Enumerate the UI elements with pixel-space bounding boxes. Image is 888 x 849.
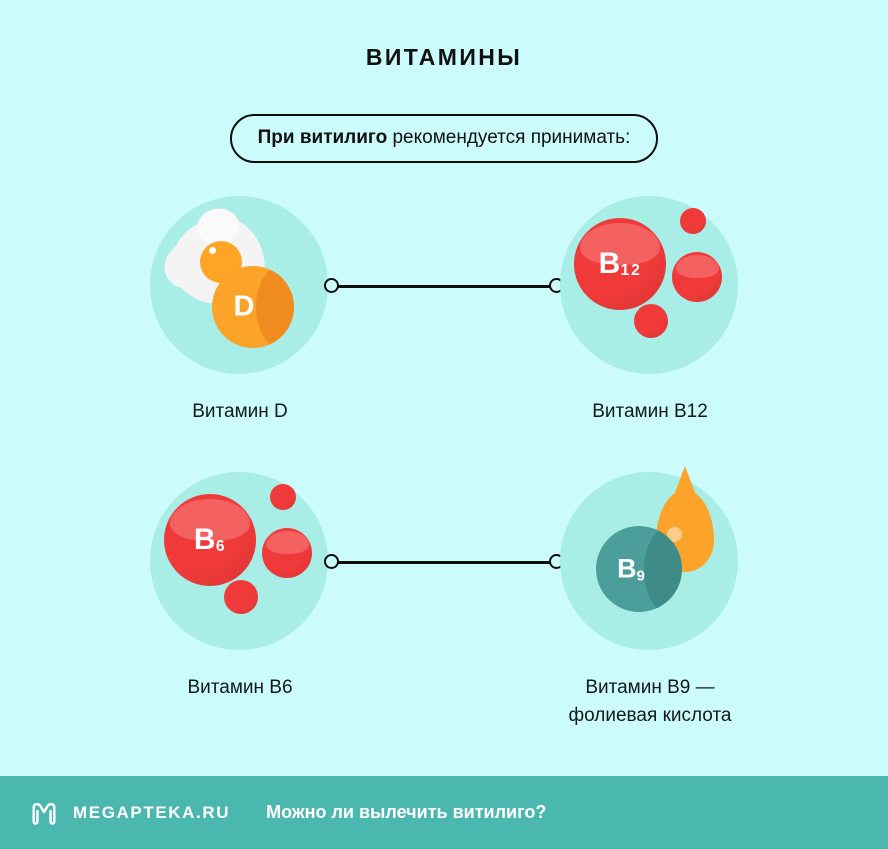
b6-main-sphere: B6: [164, 494, 256, 586]
vitamin-b6-caption: Витамин B6: [187, 677, 293, 698]
subtitle-pill-wrapper: При витилиго рекомендуется принимать:: [0, 114, 888, 163]
b6-medium-sphere-right: [262, 528, 312, 578]
vitamin-d-badge-label: D: [233, 290, 255, 323]
sphere-shade: [574, 218, 666, 310]
sphere-shade: [164, 494, 256, 586]
egg-and-pill-icon: D: [150, 196, 328, 374]
vitamin-b9-caption: Витамин B9 — фолиевая кислота: [464, 674, 836, 729]
b6-badge-subscript: 6: [215, 538, 227, 556]
sphere-shade: [672, 252, 722, 302]
red-spheres-icon-b12: B12: [560, 196, 738, 374]
vitamin-card-vitamin-b9[interactable]: B9 Витамин B9 — фолиевая кислота: [466, 466, 826, 729]
vitamin-b9-caption-line2: фолиевая кислота: [568, 704, 732, 726]
b9-badge-letter: B: [617, 553, 637, 584]
b12-small-sphere-top: [680, 208, 706, 234]
sphere-gloss: [675, 254, 719, 278]
b6-small-sphere-bottom: [224, 580, 258, 614]
b9-badge-label: B9: [596, 553, 666, 585]
b12-small-sphere-bottom: [634, 304, 668, 338]
sphere-shade: [262, 528, 312, 578]
b6-small-sphere-top: [270, 484, 296, 510]
footer-bar: MEGAPTEKA.RU Можно ли вылечить витилиго?: [0, 776, 888, 849]
megapteka-m-logo-icon[interactable]: [29, 798, 59, 828]
sphere-gloss: [170, 498, 250, 541]
egg-yolk-shape: [200, 241, 242, 283]
subtitle-rest: рекомендуется принимать:: [387, 127, 631, 148]
droplet-and-teal-disc-icon: B9: [560, 466, 738, 650]
vitamin-b9-disc-shape: B9: [596, 526, 682, 612]
b6-badge-letter: B: [193, 523, 216, 556]
vitamin-d-caption: Витамин D: [192, 401, 288, 422]
b12-medium-sphere-right: [672, 252, 722, 302]
b12-badge-label: B12: [574, 249, 666, 279]
footer-tagline[interactable]: Можно ли вылечить витилиго?: [266, 802, 547, 822]
disc-shadow-crescent: [644, 526, 682, 612]
sphere-shade: [224, 580, 258, 614]
vitamin-card-vitamin-b12[interactable]: B12 Витамин B12: [466, 196, 826, 426]
b6-badge-label: B6: [164, 525, 256, 555]
subtitle-pill: При витилиго рекомендуется принимать:: [229, 114, 659, 163]
b12-badge-subscript: 12: [620, 262, 642, 280]
sphere-shade: [680, 208, 706, 234]
sphere-gloss: [265, 530, 309, 554]
vitamin-row-1: D Витамин D B12: [0, 196, 888, 472]
connector-node-start: [324, 554, 339, 569]
page-title: ВИТАМИНЫ: [365, 44, 523, 70]
vitamin-grid: D Витамин D B12: [0, 196, 888, 748]
sphere-gloss: [580, 222, 660, 265]
yolk-highlight-dot: [209, 247, 216, 254]
vitamin-b9-caption-line1: Витамин B9 —: [585, 677, 715, 698]
connector-line: [332, 561, 556, 564]
pill-shadow-crescent: [256, 266, 294, 348]
vitamin-b12-caption: Витамин B12: [592, 401, 708, 422]
sphere-shade: [270, 484, 296, 510]
connector-line: [332, 285, 556, 288]
red-spheres-icon-b6: B6: [150, 472, 328, 650]
footer-brand[interactable]: MEGAPTEKA.RU: [73, 802, 231, 822]
vitamin-d-pill-shape: D: [212, 266, 294, 348]
b12-badge-letter: B: [598, 247, 621, 280]
subtitle-bold-prefix: При витилиго: [257, 127, 388, 148]
vitamin-card-vitamin-b6[interactable]: B6 Витамин B6: [62, 472, 422, 702]
vitamin-row-2: B6 Витамин B6: [0, 466, 888, 748]
sphere-shade: [634, 304, 668, 338]
b12-main-sphere: B12: [574, 218, 666, 310]
b9-badge-subscript: 9: [636, 568, 645, 585]
connector-node-start: [324, 278, 339, 293]
vitamin-card-vitamin-d[interactable]: D Витамин D: [62, 196, 422, 426]
